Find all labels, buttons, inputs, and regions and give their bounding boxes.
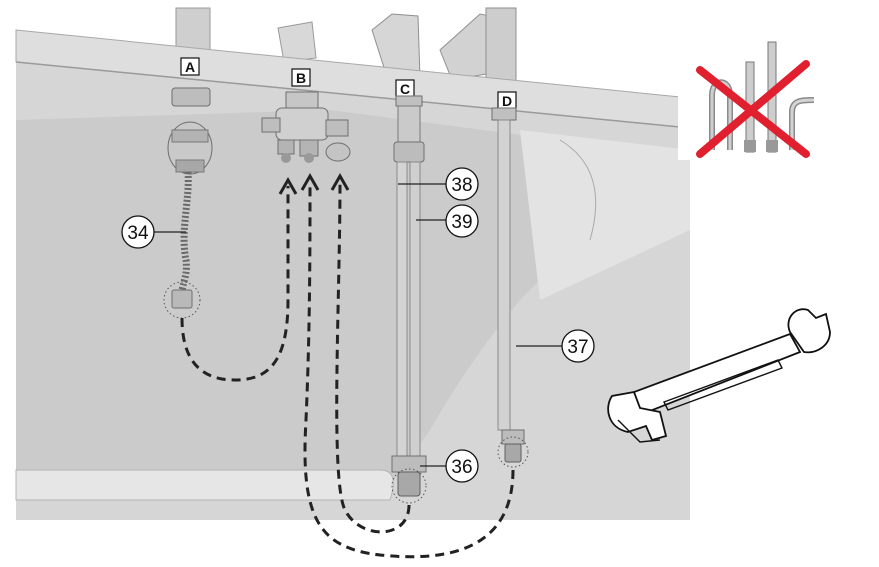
pipe-37 — [491, 107, 529, 468]
svg-text:37: 37 — [567, 337, 588, 358]
route-34-to-b — [180, 186, 290, 382]
callout-34: 34 — [121, 215, 155, 249]
svg-text:A: A — [185, 59, 195, 75]
callout-36: 36 — [445, 449, 479, 483]
valve-letter-labels: A B C D — [180, 57, 517, 110]
basin-underside — [15, 110, 690, 501]
svg-text:C: C — [400, 81, 410, 97]
svg-text:D: D — [502, 93, 512, 109]
svg-text:34: 34 — [127, 223, 149, 244]
route-arrowheads — [278, 172, 350, 195]
svg-text:38: 38 — [451, 175, 472, 196]
callouts: 34 38 39 37 36 — [121, 167, 595, 483]
pipes-38-39 — [391, 95, 427, 504]
callout-38: 38 — [445, 167, 479, 201]
label-a: A — [180, 57, 200, 76]
svg-text:39: 39 — [451, 212, 472, 233]
svg-text:36: 36 — [451, 457, 472, 478]
svg-text:B: B — [296, 70, 306, 86]
callout-37: 37 — [561, 329, 595, 363]
callout-leaders — [154, 183, 562, 467]
open-end-wrench-icon — [607, 308, 831, 443]
label-b: B — [291, 68, 311, 87]
label-d: D — [497, 91, 517, 110]
no-rigid-hoses-icon — [678, 41, 828, 160]
hose-34-assembly — [163, 87, 213, 319]
callout-39: 39 — [445, 204, 479, 238]
faucet-bodies — [175, 7, 517, 85]
connection-routes — [180, 181, 515, 559]
mixer-valve-b — [261, 91, 351, 163]
route-d-to-b — [303, 181, 515, 559]
route-c-to-b — [335, 181, 411, 534]
label-c: C — [395, 79, 415, 98]
